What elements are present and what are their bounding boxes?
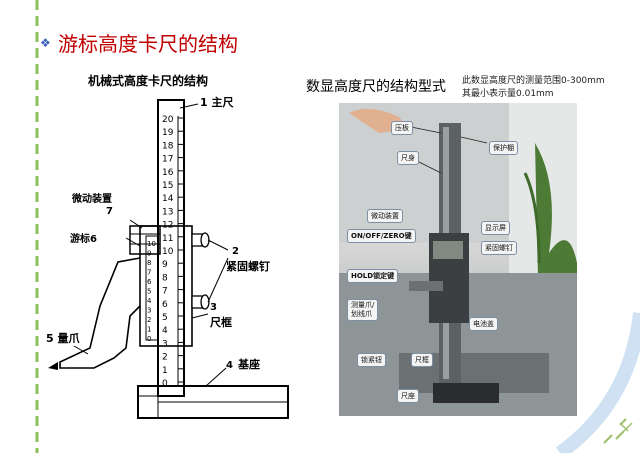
spec-resolution: 其最小表示量0.01mm	[462, 89, 554, 99]
scale-number: 3	[162, 339, 168, 349]
label-jaw: 5 量爪	[46, 332, 80, 345]
scale-number: 6	[162, 300, 168, 310]
slide-title: 游标高度卡尺的结构	[58, 32, 238, 56]
vernier-number: 4	[147, 297, 152, 305]
scale-number: 4	[162, 326, 168, 336]
label-7: 7	[106, 206, 113, 217]
decorative-arcs	[555, 312, 640, 453]
vernier-number: 7	[147, 269, 151, 277]
vernier-number: 5	[147, 288, 151, 296]
label-vernier: 游标6	[70, 232, 97, 245]
scale-number: 19	[162, 128, 174, 138]
tag-guard: 保护棚	[489, 141, 518, 155]
scale-number: 10	[162, 247, 174, 257]
scale-number: 13	[162, 207, 173, 217]
scale-number: 11	[162, 234, 173, 244]
scale-number: 16	[162, 168, 174, 178]
vernier-number: 6	[147, 278, 152, 286]
main-scale-ticks	[178, 117, 184, 383]
scale-number: 2	[162, 353, 168, 363]
label-fine-adjust: 微动装置	[71, 192, 112, 205]
label-lock-screw: 紧固螺钉	[226, 259, 270, 273]
label-frame: 尺框	[210, 315, 232, 329]
vernier-number: 0	[147, 335, 151, 343]
scale-number: 14	[162, 194, 174, 204]
scale-number: 20	[162, 115, 174, 125]
label-main-scale: 1 主尺	[200, 95, 233, 109]
scale-number: 17	[162, 155, 173, 165]
scale-number: 18	[162, 141, 174, 151]
digital-gauge-photo: 压板 尺身 保护棚 微动装置 显示屏 ON/OFF/ZERO键 紧固螺钉 HOL…	[339, 103, 577, 416]
tag-fine-adjust: 微动装置	[367, 209, 403, 223]
scale-number: 1	[162, 366, 168, 376]
scale-number: 7	[162, 287, 168, 297]
tag-lock-screw: 紧固螺钉	[481, 241, 517, 255]
measuring-jaw	[59, 257, 141, 369]
scale-number: 15	[162, 181, 173, 191]
spec-text: 此数显高度尺的测量范围0-300mm 其最小表示量0.01mm	[462, 75, 605, 101]
scale-number: 0	[162, 379, 168, 389]
vernier-number: 8	[147, 259, 151, 267]
tag-onoff-key: ON/OFF/ZERO键	[347, 229, 416, 243]
scale-number: 9	[162, 260, 168, 270]
tag-jaw-line1: 测量爪/	[351, 301, 375, 309]
tag-hold-key: HOLD锁定键	[347, 269, 399, 283]
label-2: 2	[232, 246, 239, 257]
tag-pressure-plate: 压板	[391, 121, 413, 135]
tag-display: 显示屏	[481, 221, 510, 235]
tag-jaw-line2: 划线爪	[351, 310, 372, 318]
mechanical-caption: 机械式高度卡尺的结构	[88, 74, 209, 88]
label-base: 基座	[237, 357, 260, 371]
scale-number: 8	[162, 273, 168, 283]
tag-battery-cover: 电池盖	[469, 317, 498, 331]
tag-jaw: 测量爪/ 划线爪	[347, 299, 379, 321]
vernier-number: 2	[147, 316, 151, 324]
vernier-number: 1	[147, 326, 151, 334]
scale-number: 5	[162, 313, 168, 323]
photo-base	[433, 383, 499, 403]
decorative-dashed-line	[35, 0, 39, 453]
photo-scene	[339, 103, 577, 416]
tag-locking-knob: 锁紧钮	[357, 353, 386, 367]
digital-caption: 数显高度尺的结构型式	[306, 79, 446, 95]
slider-frame	[139, 225, 193, 347]
vernier-number: 3	[147, 307, 151, 315]
label-4: 4	[226, 360, 233, 371]
tag-ruler-body: 尺身	[397, 151, 419, 165]
label-3: 3	[210, 302, 217, 313]
spec-range: 此数显高度尺的测量范围0-300mm	[462, 76, 605, 86]
tag-base: 尺座	[397, 389, 419, 403]
bullet-icon: ❖	[40, 36, 51, 50]
tag-frame: 尺框	[411, 353, 433, 367]
